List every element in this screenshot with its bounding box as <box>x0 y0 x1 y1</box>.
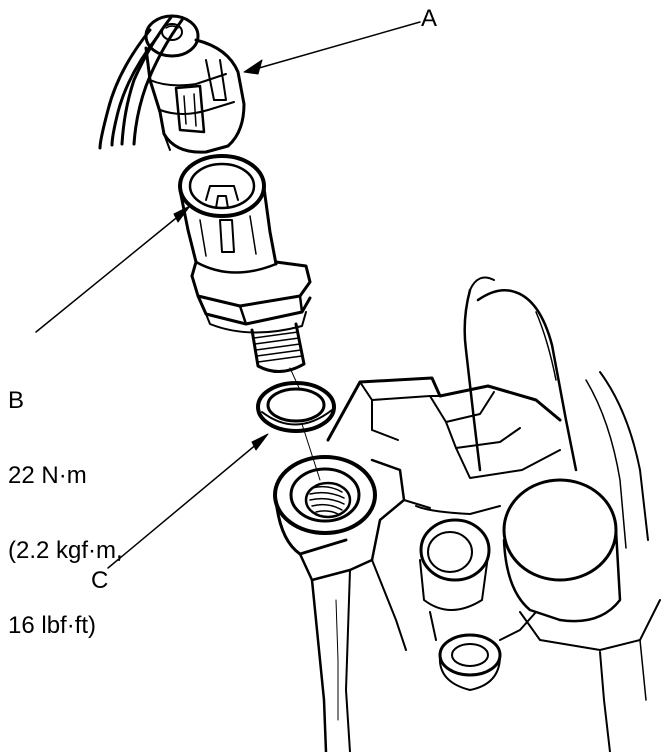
engine-housing <box>273 276 661 752</box>
wire-harness-connector <box>98 14 246 154</box>
callout-label-c: C <box>91 567 109 594</box>
callout-label-a: A <box>421 5 438 32</box>
leader-line-b <box>35 205 191 333</box>
callout-letter-b: B <box>8 387 25 414</box>
leader-line-c <box>107 433 269 569</box>
sealing-washer <box>256 381 336 433</box>
torque-spec-lbfft: 16 lbf·ft) <box>8 612 97 639</box>
torque-spec-kgfm: (2.2 kgf·m, <box>8 537 123 564</box>
oil-pressure-switch <box>178 154 312 373</box>
torque-spec-metric: 22 N·m <box>8 462 87 489</box>
installation-center-line <box>289 367 321 481</box>
leader-line-a <box>243 21 421 75</box>
callout-label-b: B 22 N·m (2.2 kgf·m, 16 lbf·ft) <box>8 338 123 663</box>
